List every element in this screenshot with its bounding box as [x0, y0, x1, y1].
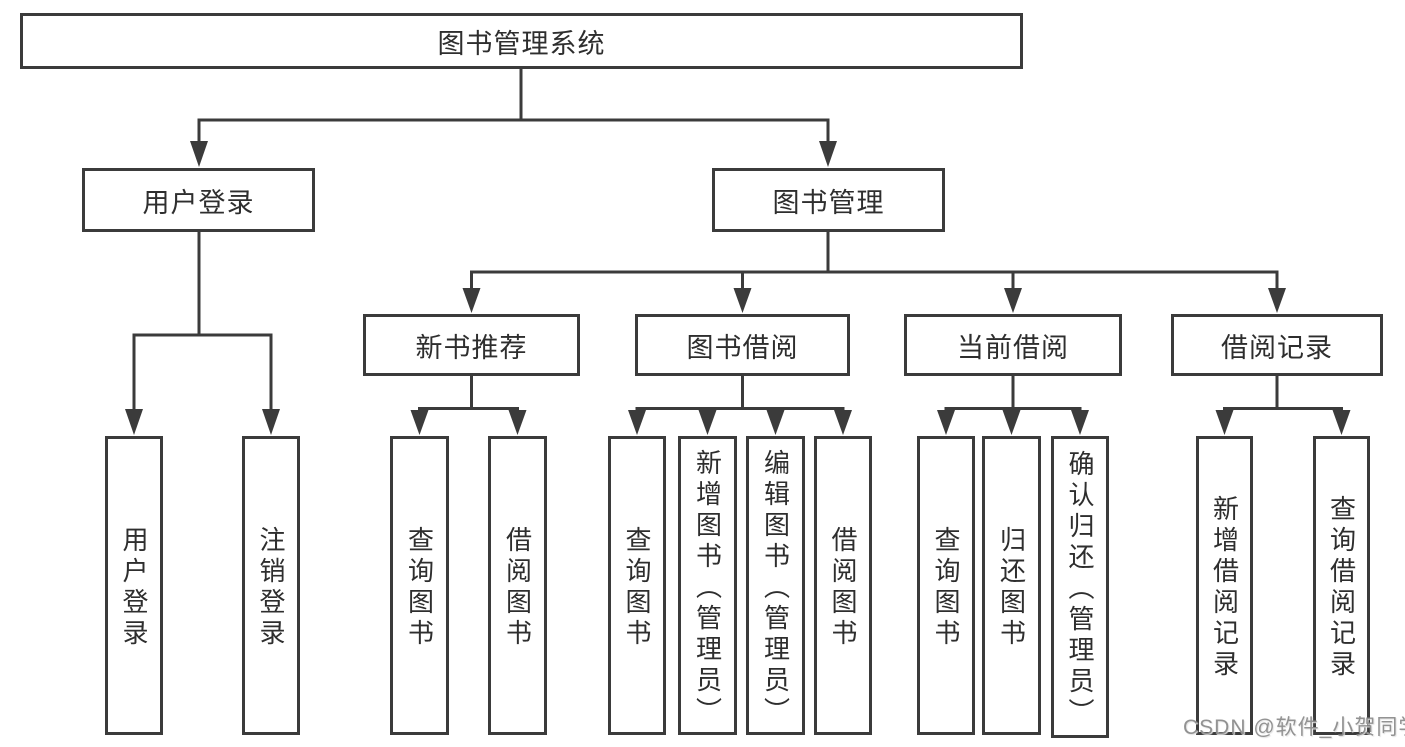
leaf-return-books-label: 归还图书	[996, 526, 1027, 650]
leaf-user-login: 用户登录	[105, 436, 163, 735]
leaf-borrow-books-recommend-label: 借阅图书	[502, 526, 533, 650]
node-new-book-recommend-label: 新书推荐	[415, 332, 528, 363]
leaf-query-books-borrowing: 查询图书	[608, 436, 666, 735]
leaf-confirm-return-admin-label: 确认归还（管理员）	[1065, 450, 1095, 729]
node-user-login-module-label: 用户登录	[142, 187, 255, 218]
leaf-borrow-books-label: 借阅图书	[828, 526, 858, 650]
node-book-borrowing-label: 图书借阅	[686, 332, 799, 363]
node-book-management-module-label: 图书管理	[772, 187, 885, 218]
node-borrowing-records: 借阅记录	[1171, 314, 1383, 376]
leaf-logout: 注销登录	[242, 436, 300, 735]
leaf-edit-books-admin: 编辑图书（管理员）	[746, 436, 805, 735]
node-root-system-label: 图书管理系统	[437, 28, 606, 59]
leaf-borrow-books: 借阅图书	[814, 436, 872, 735]
leaf-query-borrow-record-label: 查询借阅记录	[1326, 495, 1357, 681]
leaf-query-books-recommend-label: 查询图书	[404, 526, 435, 650]
node-new-book-recommend: 新书推荐	[363, 314, 580, 376]
leaf-add-books-admin-label: 新增图书（管理员）	[692, 448, 723, 728]
leaf-add-borrow-record: 新增借阅记录	[1196, 436, 1253, 735]
leaf-query-books-recommend: 查询图书	[390, 436, 449, 735]
leaf-add-books-admin: 新增图书（管理员）	[678, 436, 737, 735]
leaf-query-borrow-record: 查询借阅记录	[1313, 436, 1370, 735]
leaf-query-books-current-label: 查询图书	[931, 526, 961, 650]
leaf-edit-books-admin-label: 编辑图书（管理员）	[760, 448, 791, 728]
leaf-add-borrow-record-label: 新增借阅记录	[1209, 495, 1240, 681]
node-book-borrowing: 图书借阅	[635, 314, 850, 376]
node-borrowing-records-label: 借阅记录	[1221, 332, 1333, 363]
leaf-return-books: 归还图书	[982, 436, 1041, 735]
leaf-logout-label: 注销登录	[256, 526, 286, 650]
leaf-borrow-books-recommend: 借阅图书	[488, 436, 547, 735]
node-current-borrowing-label: 当前借阅	[957, 332, 1069, 363]
leaf-user-login-label: 用户登录	[119, 526, 149, 650]
node-root-system: 图书管理系统	[20, 13, 1023, 69]
leaf-query-books-current: 查询图书	[917, 436, 975, 735]
node-user-login-module: 用户登录	[82, 168, 315, 232]
leaf-query-books-borrowing-label: 查询图书	[622, 526, 652, 650]
csdn-watermark: CSDN @软件_小贺同学	[1183, 716, 1405, 739]
node-current-borrowing: 当前借阅	[904, 314, 1122, 376]
node-book-management-module: 图书管理	[712, 168, 945, 232]
leaf-confirm-return-admin: 确认归还（管理员）	[1051, 436, 1109, 738]
